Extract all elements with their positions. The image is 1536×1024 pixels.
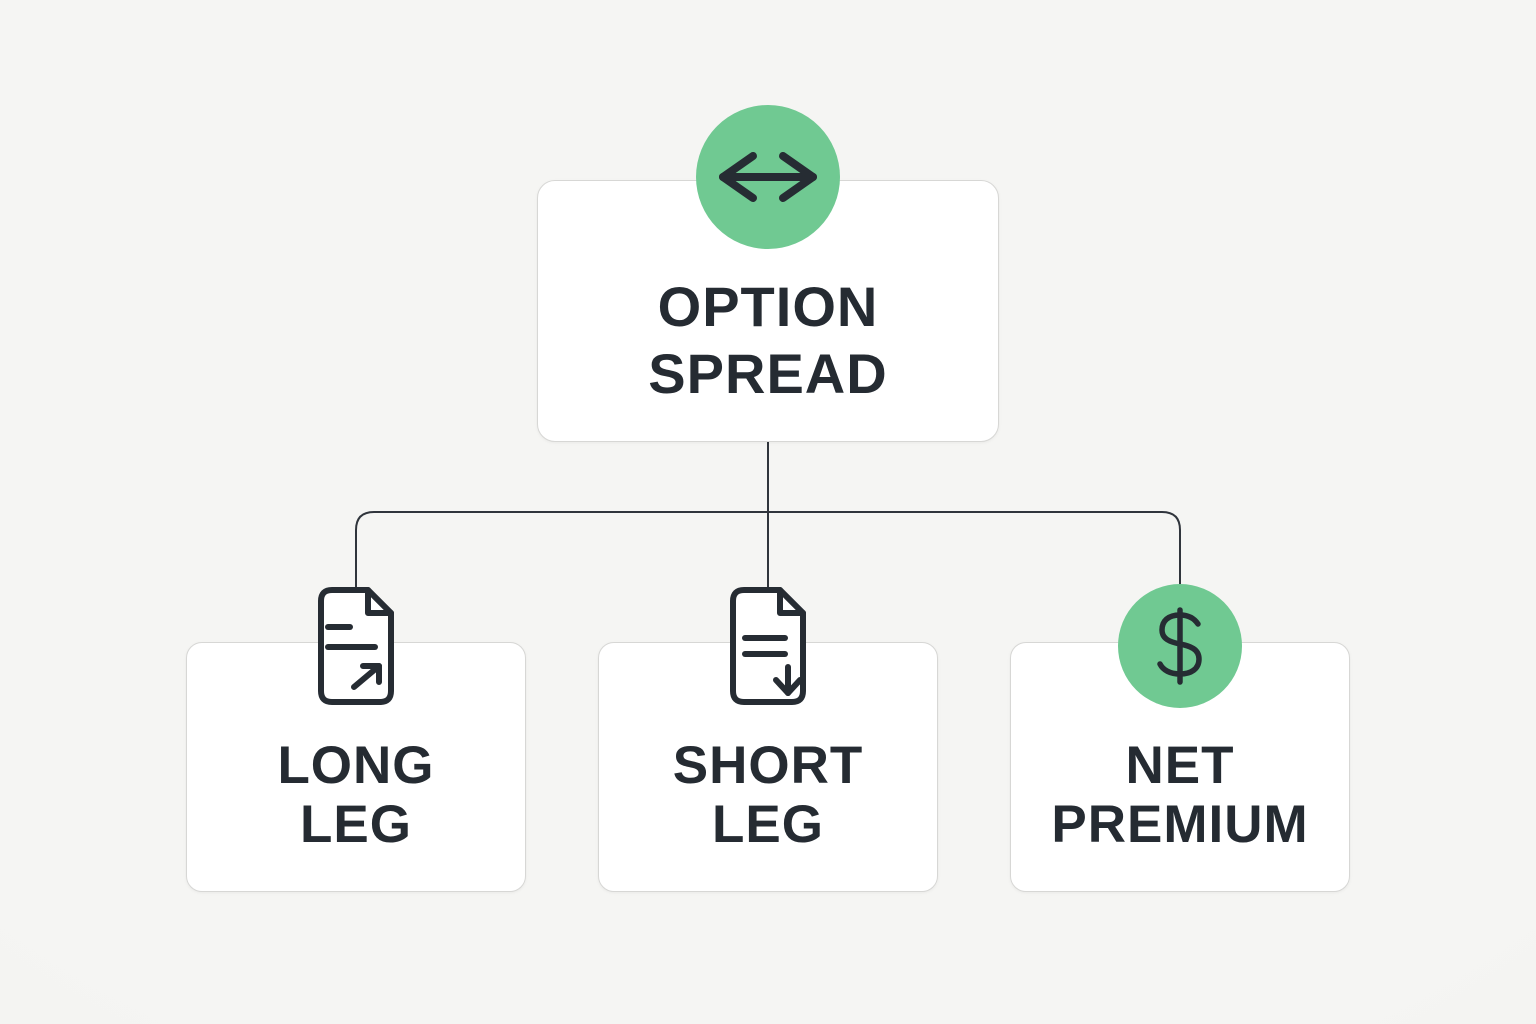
document-arrow-down-icon	[730, 587, 806, 705]
child-node-net-premium: NET PREMIUM	[1010, 642, 1350, 892]
root-icon-circle	[696, 105, 840, 249]
long-leg-label: LONG LEG	[277, 736, 435, 854]
net-premium-label: NET PREMIUM	[1051, 736, 1309, 854]
double-horizontal-arrow-icon	[719, 152, 817, 202]
connector-branch-bracket	[355, 511, 1181, 592]
root-node-label: OPTION SPREAD	[648, 275, 888, 405]
dollar-sign-icon	[1157, 607, 1202, 685]
short-leg-label: SHORT LEG	[672, 736, 864, 854]
child-node-short-leg: SHORT LEG	[598, 642, 938, 892]
document-arrow-up-right-icon	[318, 587, 394, 705]
net-premium-icon-circle	[1118, 584, 1242, 708]
